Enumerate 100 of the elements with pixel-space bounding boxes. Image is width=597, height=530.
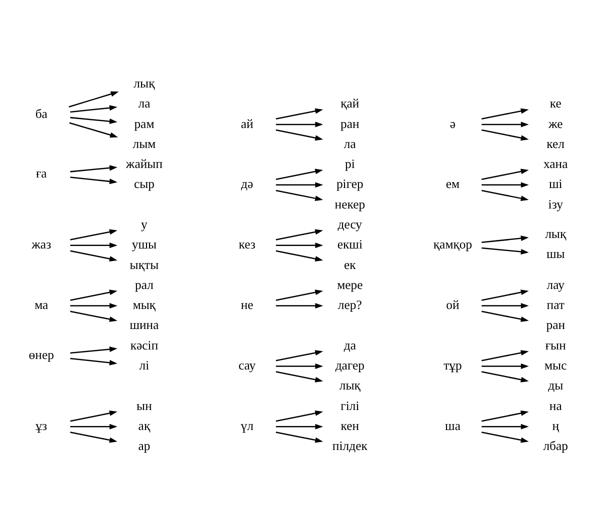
node-text: ран xyxy=(546,318,566,332)
node-text: мере xyxy=(337,277,363,292)
arrow xyxy=(482,168,529,180)
node-text: ба xyxy=(35,106,48,121)
node-text: ықты xyxy=(130,257,159,272)
node-text: дә xyxy=(241,176,254,191)
arrow xyxy=(276,250,324,261)
arrow xyxy=(276,410,324,422)
node-text: ұз xyxy=(36,418,48,432)
arrow xyxy=(69,122,118,138)
node-text: ды xyxy=(548,378,564,392)
arrow xyxy=(70,250,118,261)
node-text: қамқор xyxy=(433,237,472,252)
node-text: да xyxy=(344,338,356,352)
arrow xyxy=(70,302,118,308)
node-text: кез xyxy=(238,237,256,252)
arrow xyxy=(70,431,118,442)
arrow xyxy=(276,128,324,140)
arrow xyxy=(70,357,118,365)
arrow xyxy=(276,431,324,442)
node-text: лер? xyxy=(338,298,362,312)
node-text: ем xyxy=(446,176,460,191)
arrow xyxy=(276,362,324,368)
node-text: десу xyxy=(338,216,362,231)
node-text: лық xyxy=(134,76,155,90)
node-text: ар xyxy=(138,438,150,453)
node-text: ек xyxy=(344,257,356,272)
arrow xyxy=(482,310,529,322)
node-text: некер xyxy=(334,196,366,211)
node-text: тұр xyxy=(444,358,462,372)
node-text: жаз xyxy=(32,237,52,252)
node-text: рігер xyxy=(336,176,364,191)
arrow xyxy=(276,289,324,300)
node-text: ла xyxy=(138,96,150,110)
node-text: ке xyxy=(550,96,562,110)
node-text: рал xyxy=(134,277,154,292)
arrow xyxy=(70,104,118,112)
node-text: ай xyxy=(240,116,254,130)
node-text: лым xyxy=(132,136,156,150)
arrow xyxy=(70,164,118,172)
node-text: шина xyxy=(130,318,159,332)
node-text: ла xyxy=(344,136,356,150)
arrow xyxy=(70,410,118,422)
arrow xyxy=(482,431,529,442)
arrow xyxy=(482,235,529,243)
arrow xyxy=(482,246,529,254)
arrow xyxy=(276,168,324,180)
arrow xyxy=(482,350,529,361)
node-text: кел xyxy=(546,136,565,150)
node-text: хана xyxy=(543,156,568,171)
node-text: ізу xyxy=(548,196,563,211)
node-text: ақ xyxy=(138,418,150,432)
node-text: рам xyxy=(134,116,154,130)
arrow xyxy=(70,228,118,240)
arrow xyxy=(482,362,529,368)
arrow xyxy=(68,90,119,107)
arrow xyxy=(70,423,118,429)
node-text: дагер xyxy=(335,358,365,372)
node-text: же xyxy=(548,116,563,130)
node-text: ушы xyxy=(132,237,157,252)
arrow xyxy=(70,242,118,248)
node-text: ға xyxy=(36,166,47,180)
node-text: рі xyxy=(344,156,355,171)
node-text: жайып xyxy=(126,156,163,171)
node-text: ма xyxy=(34,298,48,312)
arrow xyxy=(482,302,529,308)
arrow xyxy=(482,128,529,140)
node-text: кен xyxy=(340,418,360,432)
node-text: өнер xyxy=(28,347,54,362)
arrow xyxy=(276,242,324,248)
node-text: лі xyxy=(139,358,150,372)
node-text: сау xyxy=(238,358,256,372)
node-text: сыр xyxy=(134,176,155,191)
node-text: ша xyxy=(445,418,460,432)
arrow xyxy=(482,108,529,120)
node-text: не xyxy=(240,298,254,312)
arrow xyxy=(482,410,529,422)
arrow xyxy=(276,302,324,308)
node-text: мыс xyxy=(544,358,567,372)
node-text: кәсіп xyxy=(130,338,158,352)
node-text: үл xyxy=(240,418,254,432)
node-text: лық xyxy=(339,378,360,392)
arrow xyxy=(70,289,118,300)
node-text: қай xyxy=(340,96,360,110)
arrow xyxy=(276,350,324,361)
node-text: на xyxy=(549,398,562,412)
node-text: лық xyxy=(545,226,566,241)
node-text: ә xyxy=(450,116,456,130)
node-text: лбар xyxy=(543,438,568,453)
node-text: гілі xyxy=(340,398,360,412)
node-text: ші xyxy=(548,176,562,191)
arrow xyxy=(70,176,118,184)
node-text: екші xyxy=(337,237,362,252)
arrow xyxy=(276,182,324,188)
arrow xyxy=(276,189,324,201)
arrow xyxy=(482,289,529,300)
node-text: мық xyxy=(132,298,156,312)
arrow xyxy=(70,116,118,124)
arrow xyxy=(482,370,529,382)
arrow xyxy=(70,310,118,322)
